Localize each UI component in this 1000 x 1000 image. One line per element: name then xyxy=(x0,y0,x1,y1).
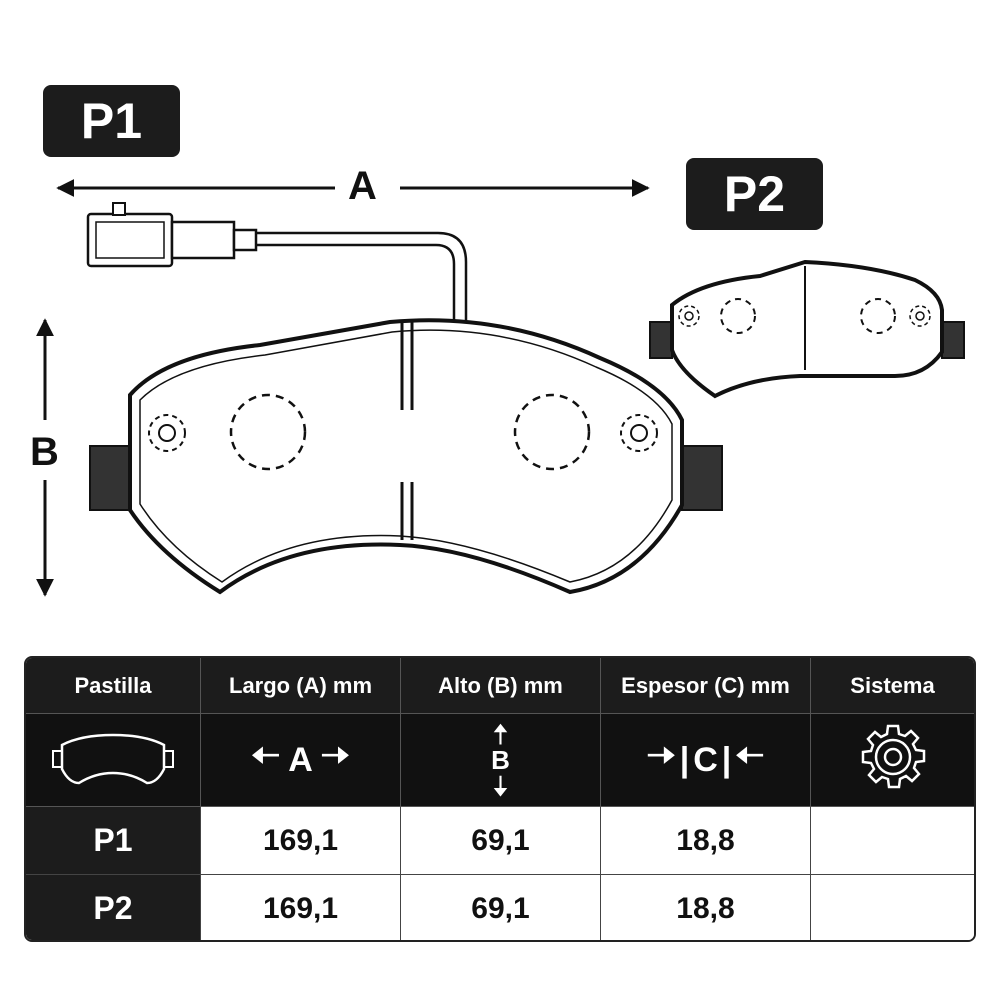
pad-p2-outline xyxy=(649,259,965,399)
width-arrows-icon: 🠠 A 🠢 xyxy=(251,732,350,789)
row-largo-value: 169,1 xyxy=(201,875,401,940)
row-largo-value: 169,1 xyxy=(201,807,401,874)
up-arrow-icon: 🠡 xyxy=(493,719,508,749)
right-arrow-icon: 🠢 xyxy=(320,736,350,775)
row-alto-value: 69,1 xyxy=(401,807,601,874)
row-espesor-value: 18,8 xyxy=(601,807,811,874)
header-sistema: Sistema xyxy=(850,672,935,698)
left-arrow-icon: 🠠 xyxy=(735,736,765,775)
table-header-row: Pastilla Largo (A) mm Alto (B) mm Espeso… xyxy=(26,658,974,714)
specifications-table: Pastilla Largo (A) mm Alto (B) mm Espeso… xyxy=(24,656,976,942)
pad-p1-badge: P1 xyxy=(43,85,180,157)
row-pad-label: P2 xyxy=(26,875,201,940)
table-icon-row: 🠠 A 🠢 🠡 B 🠣 🠢 | C | 🠠 xyxy=(26,714,974,807)
thickness-arrows-icon: 🠢 | C | 🠠 xyxy=(647,732,765,789)
row-espesor-value: 18,8 xyxy=(601,875,811,940)
right-arrow-icon: 🠢 xyxy=(646,736,676,775)
icon-b-label: B xyxy=(491,745,510,775)
gear-icon xyxy=(861,724,925,789)
row-pad-label: P1 xyxy=(26,807,201,874)
header-espesor: Espesor (C) mm xyxy=(601,658,811,713)
down-arrow-icon: 🠣 xyxy=(493,771,508,801)
dimension-b-label: B xyxy=(30,430,59,474)
dimension-a-label: A xyxy=(348,164,377,208)
row-sistema-value xyxy=(811,807,974,874)
icon-a-label: A xyxy=(288,740,313,779)
brake-pad-icon xyxy=(52,733,174,785)
height-arrows-icon: 🠡 B 🠣 xyxy=(491,721,510,799)
header-largo: Largo (A) mm xyxy=(201,658,401,713)
pad-p1-outline xyxy=(89,318,723,595)
header-pastilla: Pastilla xyxy=(26,658,201,713)
icon-c-label: C xyxy=(693,740,718,779)
brake-pad-drawing xyxy=(36,179,965,597)
table-row: P1 169,1 69,1 18,8 xyxy=(26,807,974,875)
table-row: P2 169,1 69,1 18,8 xyxy=(26,875,974,940)
row-sistema-value xyxy=(811,875,974,940)
row-alto-value: 69,1 xyxy=(401,875,601,940)
left-arrow-icon: 🠠 xyxy=(251,736,281,775)
pad-p2-badge: P2 xyxy=(686,158,823,230)
header-alto: Alto (B) mm xyxy=(401,658,601,713)
